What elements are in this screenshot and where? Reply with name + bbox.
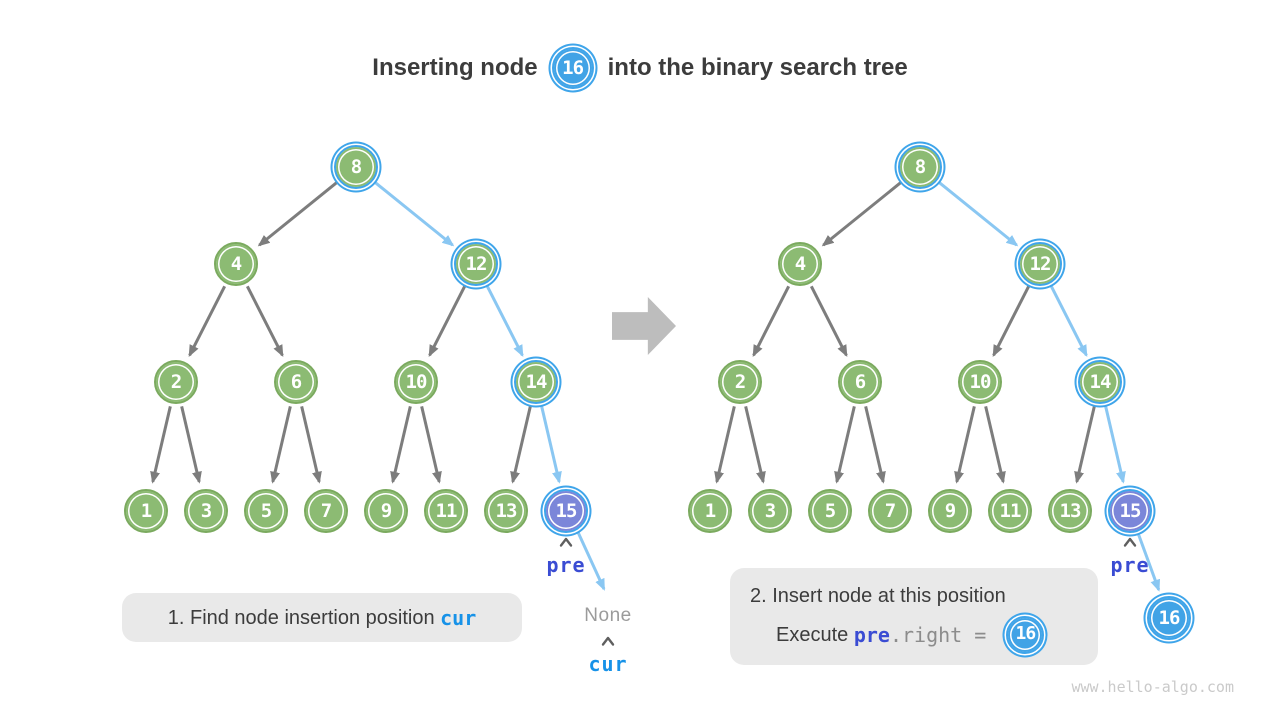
left-tree-edge-6-7 [300, 406, 322, 484]
right-tree-node-6: 6 [838, 360, 882, 404]
left-tree-node-2: 2 [154, 360, 198, 404]
right-tree-node-1: 1 [688, 489, 732, 533]
caption-text-segment: pre [853, 622, 890, 647]
right-tree-edge-4-6 [809, 285, 848, 358]
right-tree-edge-10-9 [954, 406, 976, 484]
right-tree-edge-4-2 [752, 285, 791, 358]
right-tree-edge-14-13 [1074, 406, 1096, 484]
watermark: www.hello-algo.com [1071, 678, 1234, 696]
right-tree-pre-caret-icon [1123, 537, 1137, 547]
caption-text-segment: = [962, 622, 999, 647]
caption-text-segment: cur [440, 605, 477, 630]
right-tree-node-12: 12 [1018, 242, 1062, 286]
caption-line: Execute pre.right = 16 [750, 615, 1078, 654]
right-tree-edge-6-5 [834, 406, 856, 484]
right-tree-edge-8-4 [821, 181, 902, 247]
right-tree-node-11: 11 [988, 489, 1032, 533]
right-tree-pre-pointer-label: pre [1110, 553, 1150, 577]
right-tree-node-16: 16 [1147, 596, 1191, 640]
caption-node-16: 16 [1006, 615, 1045, 654]
left-tree-node-6: 6 [274, 360, 318, 404]
left-tree-pre-pointer-label: pre [546, 553, 586, 577]
right-tree-node-4: 4 [778, 242, 822, 286]
right-tree-edge-12-10 [992, 285, 1031, 358]
left-tree-node-12: 12 [454, 242, 498, 286]
left-tree-edge-12-14 [485, 285, 524, 358]
right-tree-node-10: 10 [958, 360, 1002, 404]
left-tree-node-9: 9 [364, 489, 408, 533]
left-tree-node-10: 10 [394, 360, 438, 404]
caption-text-segment: Execute [776, 623, 854, 646]
caption-text-segment: right [902, 622, 963, 647]
caption-text-segment: . [889, 622, 902, 647]
title-text-after: into the binary search tree [607, 54, 908, 81]
right-tree-node-5: 5 [808, 489, 852, 533]
caption-text-segment: 1. Find node insertion position [167, 606, 441, 629]
right-tree-node-2: 2 [718, 360, 762, 404]
right-tree-node-14: 14 [1078, 360, 1122, 404]
left-tree-node-11: 11 [424, 489, 468, 533]
right-tree-edge-2-1 [714, 406, 736, 484]
title-node-16: 16 [551, 47, 594, 89]
title-text-before: Inserting node [372, 54, 538, 81]
left-tree-node-5: 5 [244, 489, 288, 533]
left-tree-node-3: 3 [184, 489, 228, 533]
caption-step-1: 1. Find node insertion position cur [122, 593, 522, 642]
left-tree-edge-14-13 [510, 406, 532, 484]
left-tree-edge-12-10 [428, 285, 467, 358]
left-tree-edge-4-2 [188, 285, 227, 358]
caption-text-segment: 2. Insert node at this position [750, 584, 1006, 607]
left-tree-node-8: 8 [334, 145, 378, 189]
left-tree-edge-10-11 [420, 406, 442, 484]
left-tree-pre-caret-icon [559, 537, 573, 547]
left-tree-edge-4-6 [245, 285, 284, 358]
right-tree-node-9: 9 [928, 489, 972, 533]
right-tree-edge-12-14 [1049, 285, 1088, 358]
right-tree-node-13: 13 [1048, 489, 1092, 533]
left-tree-edge-8-4 [257, 181, 338, 247]
left-tree-cur-pointer-label: cur [588, 652, 628, 676]
right-tree-node-7: 7 [868, 489, 912, 533]
caption-line: 2. Insert node at this position [750, 580, 1078, 612]
left-tree-edge-10-9 [390, 406, 412, 484]
right-tree-node-15: 15 [1108, 489, 1152, 533]
right-tree-edge-14-15 [1104, 406, 1126, 484]
left-tree-node-7: 7 [304, 489, 348, 533]
left-tree-edge-2-1 [150, 406, 172, 484]
figure-title: Inserting node 16 into the binary search… [0, 47, 1280, 89]
left-tree-edge-6-5 [270, 406, 292, 484]
right-tree-node-8: 8 [898, 145, 942, 189]
left-tree-edge-2-3 [180, 406, 202, 484]
left-tree-node-14: 14 [514, 360, 558, 404]
left-tree-edge-8-12 [374, 181, 455, 247]
left-tree-node-1: 1 [124, 489, 168, 533]
right-tree-node-3: 3 [748, 489, 792, 533]
left-tree-none-label: None [584, 605, 632, 626]
left-tree-edge-14-15 [540, 406, 562, 484]
right-tree-edge-6-7 [864, 406, 886, 484]
right-tree-edge-15-16 [1137, 533, 1161, 592]
caption-line: 1. Find node insertion position cur [168, 602, 477, 634]
left-tree-node-4: 4 [214, 242, 258, 286]
right-tree-edge-8-12 [938, 181, 1019, 247]
left-tree-edge-15-to-none [575, 529, 606, 591]
left-tree-cur-caret-icon [601, 636, 615, 646]
right-tree-edge-2-3 [744, 406, 766, 484]
left-tree-node-15: 15 [544, 489, 588, 533]
left-tree-node-13: 13 [484, 489, 528, 533]
right-tree-edge-10-11 [984, 406, 1006, 484]
